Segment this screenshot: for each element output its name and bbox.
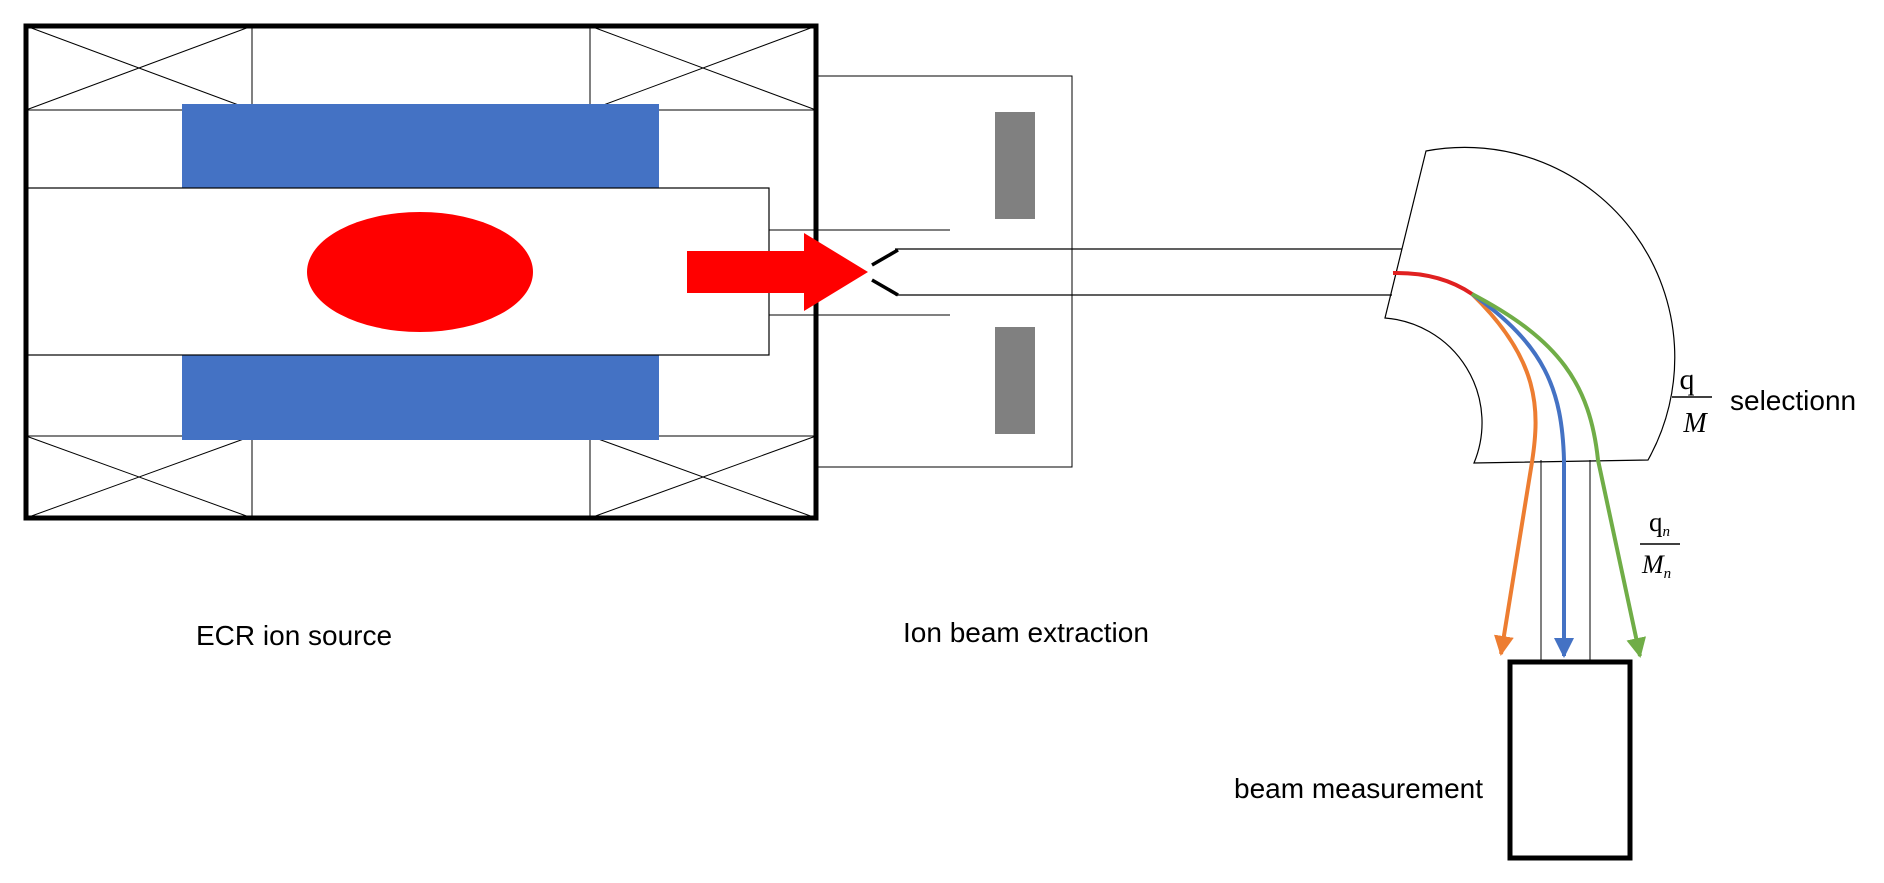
label-ion-beam-extraction: Ion beam extraction [903,617,1149,648]
fraction-mn: Mn [1641,550,1671,582]
fraction-qn: qn [1649,507,1670,540]
coil-block-top-left [25,25,253,111]
beam-trajectory-orange [1470,292,1538,656]
coil-bottom [182,354,659,440]
fraction-q-over-m: q M [1672,363,1712,439]
label-beam-measurement: beam measurement [1234,773,1483,804]
beam-measurement-box [1507,659,1633,861]
beam-trajectory-red [1392,270,1474,296]
coil-block-bottom-left [25,435,253,519]
label-ecr-ion-source: ECR ion source [196,620,392,651]
dipole-magnet-outline [1384,146,1676,464]
fraction-qn-over-mn: qn Mn [1640,507,1680,582]
extraction-aperture [871,248,899,297]
fraction-m: M [1682,408,1708,439]
beam-line [895,248,1402,296]
ion-trajectories [1392,270,1647,658]
beam-trajectory-blue [1470,292,1574,658]
extraction-electrode-top [995,112,1035,219]
extraction-arrow [687,233,868,311]
extraction-section [687,75,1073,468]
plasma [307,212,533,332]
label-selection: selectionn [1730,385,1856,416]
beam-trajectory-green [1471,292,1647,658]
extraction-electrode-bottom [995,327,1035,434]
coil-top [182,104,659,190]
fraction-q: q [1680,363,1695,396]
dipole-magnet [1384,146,1676,662]
coil-block-bottom-right [589,435,817,519]
extraction-housing [818,75,1073,468]
coil-block-top-right [589,25,817,111]
